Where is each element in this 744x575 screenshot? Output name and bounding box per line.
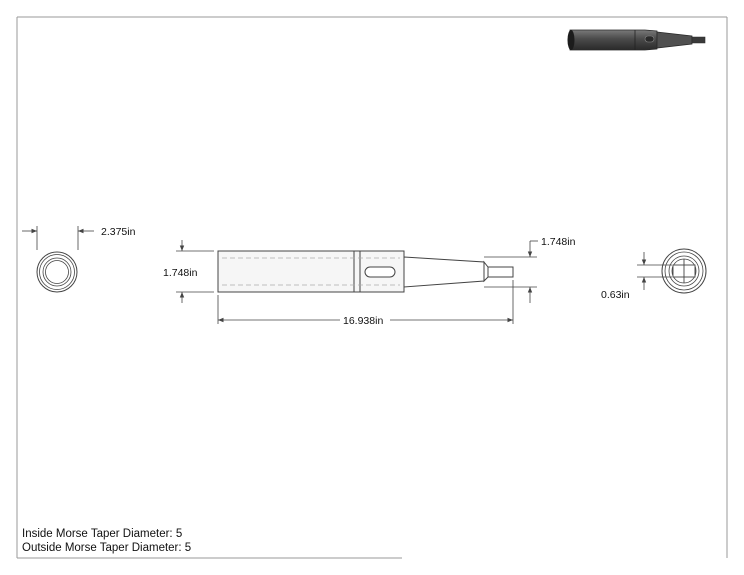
note-label: Inside Morse Taper Diameter: (22, 528, 173, 540)
drawing-notes: Inside Morse Taper Diameter: 5 Outside M… (22, 527, 191, 555)
note-label: Outside Morse Taper Diameter: (22, 542, 182, 554)
overall-length-dimension (217, 280, 514, 324)
note-inside-diameter: Inside Morse Taper Diameter: 5 (22, 527, 191, 541)
right-height-dimension (484, 240, 538, 303)
end-view-right (661, 248, 707, 294)
note-value: 5 (184, 542, 192, 554)
end-diameter-dimension (22, 226, 94, 250)
isometric-preview (567, 29, 706, 51)
end-diameter-label: 2.375in (101, 226, 136, 238)
left-height-label: 1.748in (163, 267, 198, 279)
end-view-left (36, 251, 78, 293)
right-height-label: 1.748in (541, 236, 576, 248)
note-value: 5 (175, 528, 183, 540)
tang-thickness-label: 0.63in (601, 289, 630, 301)
sheet-border (16, 16, 728, 559)
left-height-dimension (176, 240, 214, 303)
overall-length-label: 16.938in (343, 315, 383, 327)
side-view (217, 250, 514, 293)
tang-thickness-dimension (637, 252, 672, 290)
note-outside-diameter: Outside Morse Taper Diameter: 5 (22, 541, 191, 555)
